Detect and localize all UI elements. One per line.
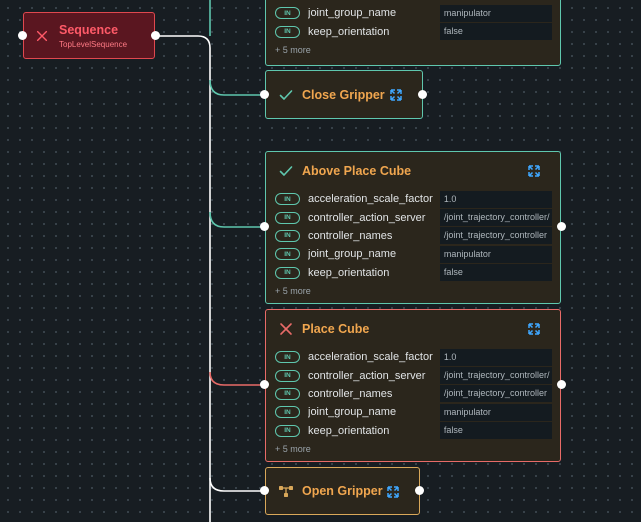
close-gripper-input-handle[interactable] (260, 90, 269, 99)
port-name: acceleration_scale_factor (308, 351, 433, 364)
subtree-icon (279, 486, 293, 497)
above-place-cube-node[interactable]: Above Place Cube IN acceleration_scale_f… (265, 151, 561, 304)
place-cube-node[interactable]: Place Cube IN acceleration_scale_factor … (265, 309, 561, 462)
top-action-node[interactable]: IN joint_group_name manipulator IN keep_… (265, 0, 561, 66)
open-gripper-node[interactable]: Open Gripper (265, 467, 420, 515)
port-value[interactable]: false (439, 264, 552, 282)
x-icon (36, 30, 48, 41)
more-ports-link[interactable]: + 5 more (275, 443, 311, 454)
wire-main-trunk (159, 35, 211, 522)
port-value[interactable]: /joint_trajectory_controller (439, 385, 552, 403)
expand-icon[interactable] (387, 486, 399, 498)
input-port-badge[interactable]: IN (275, 351, 300, 364)
sequence-output-handle[interactable] (151, 31, 160, 40)
port-name: joint_group_name (308, 7, 397, 20)
port-name: controller_names (308, 229, 393, 242)
port-name: keep_orientation (308, 424, 390, 437)
port-value[interactable]: /joint_trajectory_controller/ (439, 367, 552, 385)
port-name: controller_action_server (308, 369, 426, 382)
port-value[interactable]: manipulator (439, 403, 552, 421)
more-ports-link[interactable]: + 5 more (275, 285, 311, 296)
node-title: Close Gripper (302, 87, 385, 102)
place-cube-input-handle[interactable] (260, 380, 269, 389)
port-value[interactable]: /joint_trajectory_controller (439, 227, 552, 245)
expand-icon[interactable] (390, 89, 402, 101)
port-value[interactable]: manipulator (439, 4, 552, 22)
open-gripper-output-handle[interactable] (415, 486, 424, 495)
sequence-input-handle[interactable] (18, 31, 27, 40)
port-row: IN joint_group_name manipulator (275, 4, 552, 22)
input-port-badge[interactable]: IN (275, 25, 300, 38)
port-name: joint_group_name (308, 248, 397, 261)
port-row: IN controller_action_server /joint_traje… (275, 366, 552, 385)
input-port-badge[interactable]: IN (275, 387, 300, 400)
input-port-badge[interactable]: IN (275, 248, 300, 261)
wire-above-place-cube (209, 211, 265, 228)
x-icon (280, 323, 292, 335)
port-row: IN acceleration_scale_factor 1.0 (275, 348, 552, 366)
input-port-badge[interactable]: IN (275, 193, 300, 206)
port-row: IN keep_orientation false (275, 22, 552, 41)
more-ports-link[interactable]: + 5 more (275, 44, 311, 55)
expand-icon[interactable] (528, 165, 540, 177)
input-port-badge[interactable]: IN (275, 229, 300, 242)
node-title: Open Gripper (302, 484, 383, 498)
port-value[interactable]: false (439, 422, 552, 440)
node-title: Above Place Cube (302, 164, 412, 178)
port-name: keep_orientation (308, 25, 390, 38)
expand-icon[interactable] (528, 323, 540, 335)
input-port-badge[interactable]: IN (275, 211, 300, 224)
port-value[interactable]: /joint_trajectory_controller/ (439, 209, 552, 227)
port-row: IN controller_names /joint_trajectory_co… (275, 385, 552, 403)
above-place-cube-output-handle[interactable] (557, 222, 566, 231)
input-port-badge[interactable]: IN (275, 406, 300, 419)
port-row: IN joint_group_name manipulator (275, 403, 552, 421)
sequence-subtitle: TopLevelSequence (59, 39, 128, 49)
port-name: keep_orientation (308, 266, 390, 279)
place-cube-output-handle[interactable] (557, 380, 566, 389)
port-row: IN controller_names /joint_trajectory_co… (275, 227, 552, 245)
input-port-badge[interactable]: IN (275, 266, 300, 279)
port-name: controller_names (308, 387, 393, 400)
port-value[interactable]: manipulator (439, 245, 552, 263)
wire-open-gripper (209, 477, 265, 492)
close-gripper-node[interactable]: Close Gripper (265, 70, 423, 119)
port-row: IN joint_group_name manipulator (275, 245, 552, 263)
port-value[interactable]: 1.0 (439, 190, 552, 208)
input-port-badge[interactable]: IN (275, 7, 300, 20)
port-name: joint_group_name (308, 406, 397, 419)
check-icon (279, 89, 293, 100)
check-icon (279, 166, 293, 176)
wire-place-cube (209, 371, 265, 386)
port-value[interactable]: 1.0 (439, 348, 552, 366)
wire-close-gripper (209, 79, 265, 96)
port-row: IN keep_orientation false (275, 422, 552, 440)
port-row: IN acceleration_scale_factor 1.0 (275, 190, 552, 208)
sequence-node[interactable]: Sequence TopLevelSequence (23, 12, 155, 59)
port-name: controller_action_server (308, 211, 426, 224)
sequence-title: Sequence (59, 22, 119, 37)
close-gripper-output-handle[interactable] (418, 90, 427, 99)
input-port-badge[interactable]: IN (275, 424, 300, 437)
input-port-badge[interactable]: IN (275, 369, 300, 382)
port-row: IN keep_orientation false (275, 264, 552, 282)
open-gripper-input-handle[interactable] (260, 486, 269, 495)
port-row: IN controller_action_server /joint_traje… (275, 208, 552, 227)
port-name: acceleration_scale_factor (308, 193, 433, 206)
node-title: Place Cube (302, 322, 370, 336)
port-value[interactable]: false (439, 23, 552, 41)
above-place-cube-input-handle[interactable] (260, 222, 269, 231)
